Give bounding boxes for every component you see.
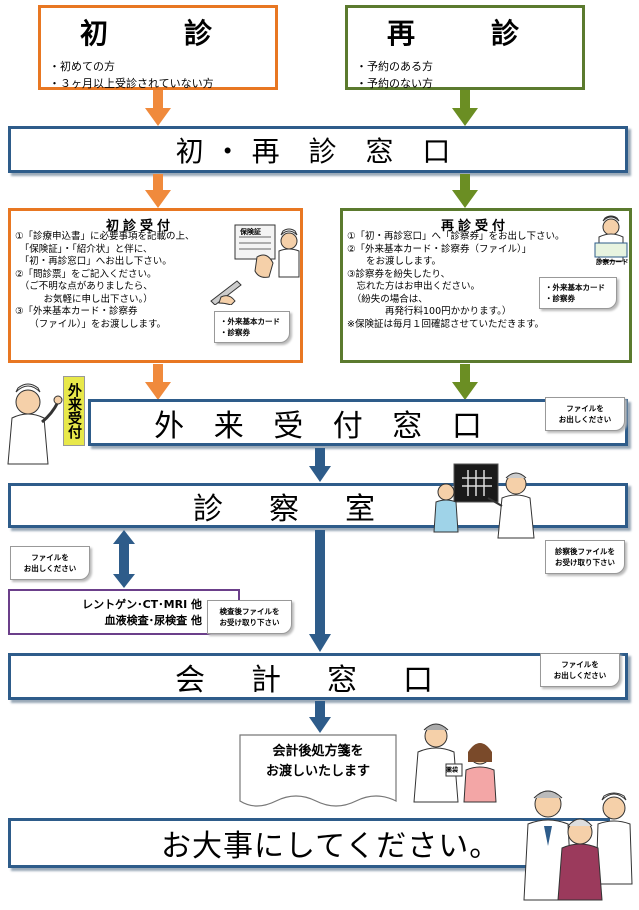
step-line: 再発行料100円かかります。） [347,306,512,317]
saishin-box: 再 診 ・予約のある方 ・予約のない方 [345,5,585,90]
arrow-down-icon [145,174,171,208]
arrow-down-icon [309,701,331,733]
pharmacist-patient-icon [413,723,497,803]
step-line: ①「診療申込書」に必要事項を記載の上、 [15,231,195,242]
exam-room-note: 診察後ファイルを お受け取り下さい [545,540,625,574]
note-line: ・外来基本カード [545,283,605,292]
step-line: 忘れた方はお申出ください。 [347,281,481,292]
step-line: お気軽に申し出下さい。） [15,293,153,305]
arrow-down-icon [309,448,331,482]
shoshin-bullets: ・初めての方 ・３ヶ月以上受診されていない方 [49,58,275,92]
note-line: お出しください [23,564,77,573]
shoshin-title: 初 診 [79,17,236,50]
step-line: 「初・再診窓口」へお出し下さい。 [15,256,172,267]
step-line: をお渡しします。 [347,256,442,267]
shoshin-reception-box: 初診受付 ①「診療申込書」に必要事項を記載の上、 「保険証」・「紹介状」と伴に、… [8,208,303,363]
saishin-reception-note: ・外来基本カード ・診察券 [539,277,617,309]
step-line: ②「外来基本カード・診察券（ファイル）」 [347,243,532,255]
prescription-line: 会計後処方箋を [272,744,364,759]
note-line: ファイルを [566,404,604,413]
reception-sign: 外来受付 [63,376,85,446]
note-line: ・診察券 [545,294,575,303]
pen-writing-icon [210,280,242,305]
note-line: 検査後ファイルを [219,607,280,616]
medicine-bag-label: 薬袋 [446,767,459,774]
step-line: ②「問診票」をご記入ください。 [15,268,157,280]
arrow-down-icon [309,530,331,652]
double-arrow-icon [113,530,135,588]
note-line: お受け取り下さい [219,618,280,627]
note-line: ファイルを [561,660,599,669]
accounting-window-bar: 会 計 窓 口 [8,653,628,700]
step-line: （紛失の場合は、 [347,293,428,305]
prescription-paper-shape [239,734,397,807]
shoshin-bullet: ・初めての方 [49,60,115,73]
prescription-lines: 会計後処方箋を お渡しいたします [238,742,398,782]
nurse-with-card-icon [594,215,628,262]
accounting-window-title: 会 計 窓 口 [175,662,441,698]
exam-room-title: 診 察 室 [193,491,383,527]
receptionist-nurse-icon [7,383,63,465]
note-line: ・外来基本カード [220,317,280,326]
step-line: ③「外来基本カード・診察券 [15,306,138,317]
outpatient-note: ファイルを お出しください [545,397,625,431]
saishin-title: 再 診 [386,17,543,50]
saishin-reception-box: 再診受付 ①「初・再診窓口」へ「診察券」をお出し下さい。 ②「外来基本カード・診… [340,208,632,363]
shoshin-bullet: ・３ヶ月以上受診されていない方 [49,77,214,90]
tests-note-right: 検査後ファイルを お受け取り下さい [207,600,292,634]
tests-lines: レントゲン･CT･MRI 他 血液検査･尿検査 他 [10,597,242,629]
saishin-bullet: ・予約のある方 [356,60,433,73]
saishin-reception-steps: ①「初・再診窓口」へ「診察券」をお出し下さい。 ②「外来基本カード・診察券（ファ… [347,231,587,331]
medical-staff-group-icon [523,790,633,901]
insurance-card-label: 保険証 [240,228,261,236]
arrow-down-icon [452,174,478,208]
saishin-reception-title: 再診受付 [441,219,510,234]
note-line: ファイルを [31,553,69,562]
shoshin-reception-title: 初診受付 [106,219,175,234]
note-line: 診察後ファイルを [555,547,615,556]
footer-bar: お大事にしてください。 [8,818,610,868]
step-line: 「保険証」・「紹介状」と伴に、 [15,243,153,255]
step-line: （ファイル）」をお渡しします。 [15,318,167,330]
outpatient-window-bar: 外 来 受 付 窓 口 [88,399,628,446]
tests-line: 血液検査･尿検査 他 [104,614,202,627]
step-line: ※保険証は毎月１回確認させていただきます。 [347,318,545,330]
note-line: お出しください [553,671,607,680]
shoshin-reception-steps: ①「診療申込書」に必要事項を記載の上、 「保険証」・「紹介状」と伴に、 「初・再… [15,231,225,331]
step-line: ③診察券を紛失したり、 [347,268,451,280]
tests-box: レントゲン･CT･MRI 他 血液検査･尿検査 他 [8,589,240,635]
arrow-down-icon [452,90,478,126]
first-return-window-bar: 初・再 診 窓 口 [8,126,628,173]
step-line: （ご不明な点がありましたら、 [15,281,153,292]
step-line: ①「初・再診窓口」へ「診察券」をお出し下さい。 [347,231,565,242]
doctor-xray-icon [433,463,535,539]
note-line: お受け取り下さい [555,558,615,567]
shoshin-reception-note: ・外来基本カード ・診察券 [214,311,290,343]
exam-card-label: 診察カード [596,258,629,266]
arrow-down-icon [452,364,478,400]
saishin-bullets: ・予約のある方 ・予約のない方 [356,58,582,92]
accounting-note: ファイルを お出しください [540,653,620,687]
note-line: お出しください [558,415,612,424]
shoshin-box: 初 診 ・初めての方 ・３ヶ月以上受診されていない方 [38,5,278,90]
prescription-line: お渡しいたします [265,764,370,779]
note-line: ・診察券 [220,328,250,337]
footer-message: お大事にしてください。 [161,829,501,864]
tests-line: レントゲン･CT･MRI 他 [82,598,202,611]
insurance-card-icon [234,224,300,278]
saishin-bullet: ・予約のない方 [356,77,433,90]
tests-note-left: ファイルを お出しください [10,546,90,580]
outpatient-window-title: 外 来 受 付 窓 口 [154,408,492,444]
arrow-down-icon [145,90,171,126]
arrow-down-icon [145,364,171,400]
reception-sign-text: 外来受付 [66,383,82,439]
first-return-window-title: 初・再 診 窓 口 [175,134,461,168]
